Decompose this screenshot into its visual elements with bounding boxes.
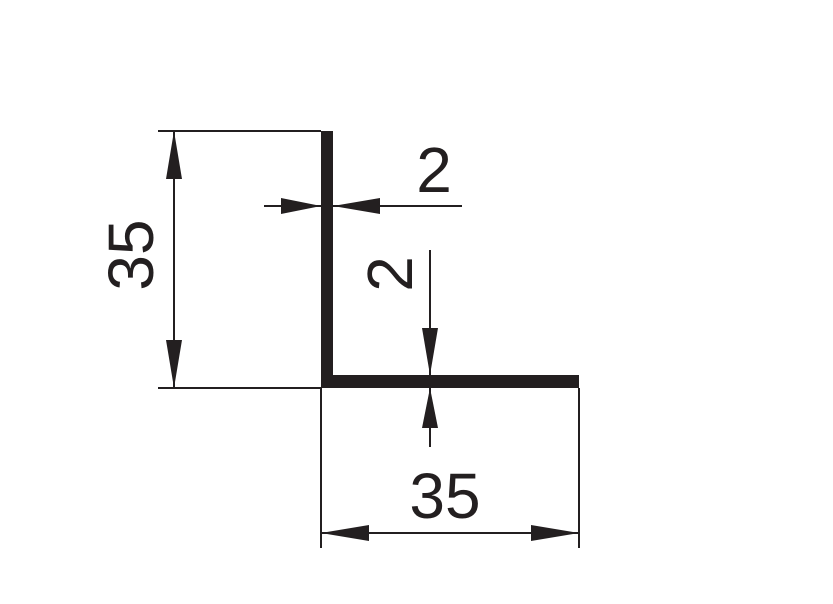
width-label: 35	[409, 460, 480, 532]
horizontal-thickness-arrow-top	[422, 328, 438, 375]
vertical-thickness-arrow-left	[281, 198, 321, 214]
horizontal-thickness-label: 2	[354, 256, 426, 292]
height-arrow-bottom	[166, 340, 182, 388]
horizontal-thickness-arrow-bottom	[422, 388, 438, 428]
width-arrow-right	[531, 525, 579, 541]
vertical-thickness-arrow-right	[333, 198, 380, 214]
height-arrow-top	[166, 131, 182, 179]
vertical-thickness-label: 2	[416, 134, 452, 206]
height-label: 35	[95, 219, 167, 290]
width-arrow-left	[321, 525, 369, 541]
